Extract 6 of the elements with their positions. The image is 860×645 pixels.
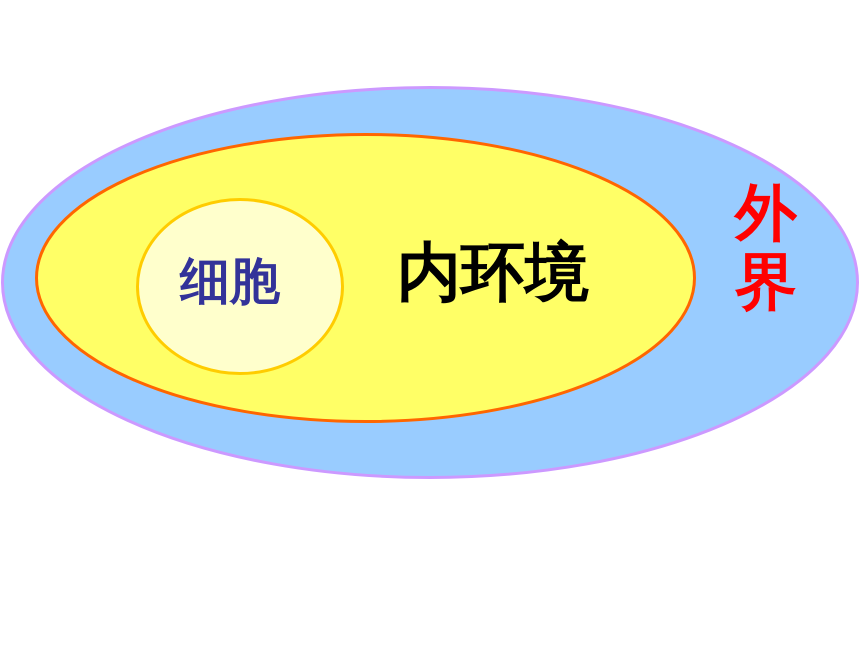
ellipse-label: 细胞	[180, 254, 280, 309]
ellipse-label: 内环境	[397, 238, 589, 308]
inner-circle	[136, 198, 344, 375]
outer-ellipse	[1, 86, 859, 479]
middle-ellipse	[35, 133, 696, 423]
ellipse-label: 外界	[732, 178, 798, 317]
